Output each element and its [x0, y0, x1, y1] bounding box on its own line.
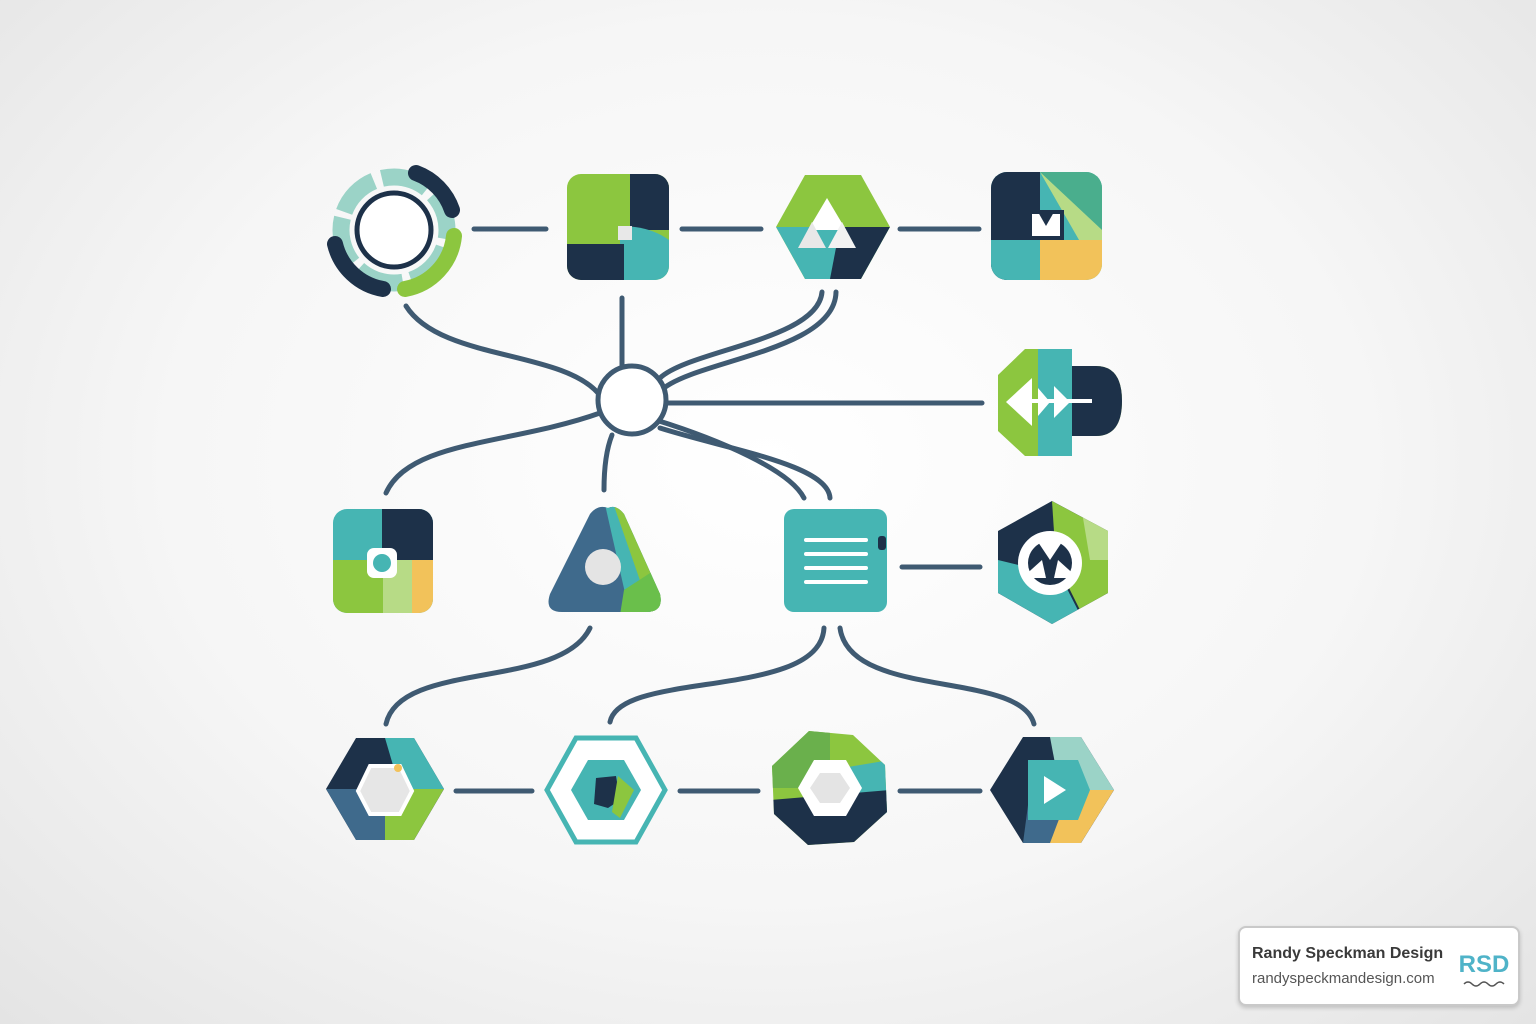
curve-ring-to-hub — [403, 303, 601, 396]
download-square-icon — [991, 172, 1102, 280]
curve-hub-to-triangle — [601, 432, 615, 493]
hexagon-play-icon — [990, 737, 1114, 843]
arrow-shield-icon — [998, 349, 1122, 456]
triangle-dot-icon — [548, 506, 661, 612]
curve-hub-to-document-2 — [657, 425, 833, 501]
hexagon-outline-icon — [544, 735, 668, 845]
arrow-hub-to-square-dot — [383, 410, 603, 496]
rsd-logo-icon: RSD — [1459, 951, 1510, 987]
document-lines-icon — [784, 509, 887, 612]
watermark-badge[interactable]: Randy Speckman Design randyspeckmandesig… — [1238, 926, 1520, 1006]
watermark-url[interactable]: randyspeckmandesign.com — [1252, 970, 1435, 987]
split-square-icon — [567, 174, 669, 280]
curve-document-to-play — [837, 625, 1037, 727]
hexagon-triangles-icon — [776, 175, 890, 279]
square-dot-icon — [333, 509, 433, 613]
curve-hexagon-to-hub-2 — [661, 289, 839, 391]
curve-triangle-to-hexagon — [383, 625, 593, 727]
octagon-hexagon-icon — [772, 731, 887, 845]
curve-hexagon-to-hub-1 — [657, 289, 825, 381]
curve-hub-to-document-1 — [653, 417, 807, 501]
hexagon-triad-icon — [998, 501, 1108, 624]
watermark-name: Randy Speckman Design — [1252, 945, 1444, 962]
rsd-logo-text: RSD — [1459, 951, 1510, 978]
connectors — [383, 226, 1037, 794]
hexagon-box-icon — [326, 738, 444, 840]
circle-outline-hub-icon — [595, 363, 669, 437]
curve-document-to-outline — [607, 625, 827, 725]
segmented-ring-icon — [327, 165, 462, 297]
